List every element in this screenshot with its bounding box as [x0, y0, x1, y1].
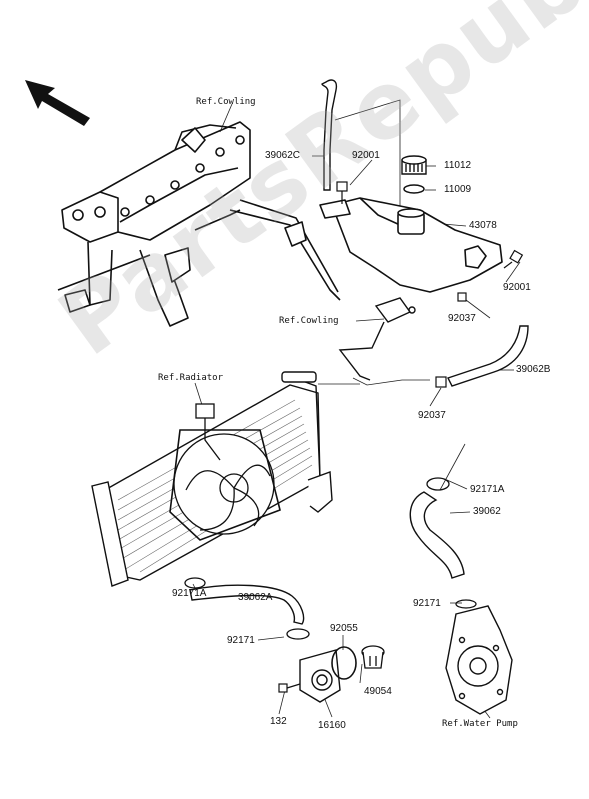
part-43078: 43078: [469, 220, 497, 231]
ref-cowling-top: Ref.Cowling: [196, 97, 256, 107]
front-arrow-icon: [25, 80, 90, 126]
bolt-92001-top: [336, 181, 348, 204]
clamp-92171A-right: [426, 477, 450, 491]
o-ring-92055: [331, 646, 357, 680]
part-39062B: 39062B: [516, 364, 551, 375]
thermostat-49054: [361, 645, 385, 669]
part-92171A-left: 92171A: [172, 588, 207, 599]
bolt-92001-right: [503, 249, 524, 269]
part-92055: 92055: [330, 623, 358, 634]
hose-39062: [409, 491, 465, 579]
bolt-132: [278, 683, 301, 693]
reservoir-cap: [401, 155, 427, 175]
hose-39062A: [189, 584, 305, 625]
thermostat-housing: [299, 649, 341, 703]
ref-cowling-mid: Ref.Cowling: [279, 316, 339, 326]
frame-bracket: [57, 121, 341, 327]
part-16160: 16160: [318, 720, 346, 731]
part-132: 132: [270, 716, 287, 727]
cooling-fan: [169, 403, 281, 541]
part-92001-top: 92001: [352, 150, 380, 161]
ref-radiator: Ref.Radiator: [158, 373, 224, 383]
ref-water-pump: Ref.Water Pump: [442, 719, 518, 729]
part-39062: 39062: [473, 506, 501, 517]
clamp-92171A-left: [184, 577, 206, 589]
part-92171-left: 92171: [227, 635, 255, 646]
reservoir-tank: [319, 197, 503, 293]
cap-seal-ring: [403, 184, 425, 194]
clamp-92037-mid: [457, 292, 467, 302]
hose-39062C: [321, 79, 338, 191]
part-49054: 49054: [364, 686, 392, 697]
leader-lines: [192, 99, 521, 719]
clamp-92037-low: [435, 376, 447, 388]
clamp-92171-left: [286, 628, 310, 640]
part-92171A-right: 92171A: [470, 484, 505, 495]
part-11012: 11012: [444, 160, 472, 171]
part-92171-right: 92171: [413, 598, 441, 609]
clamp-92171-right: [455, 599, 477, 609]
part-92001-right: 92001: [503, 282, 531, 293]
part-92037-mid: 92037: [448, 313, 476, 324]
hose-39062B: [447, 325, 529, 387]
part-11009: 11009: [444, 184, 472, 195]
part-92037-low: 92037: [418, 410, 446, 421]
water-pump: [445, 605, 513, 715]
lower-bracket: [338, 297, 416, 381]
part-39062C: 39062C: [265, 150, 301, 161]
part-39062A: 39062A: [238, 592, 273, 603]
